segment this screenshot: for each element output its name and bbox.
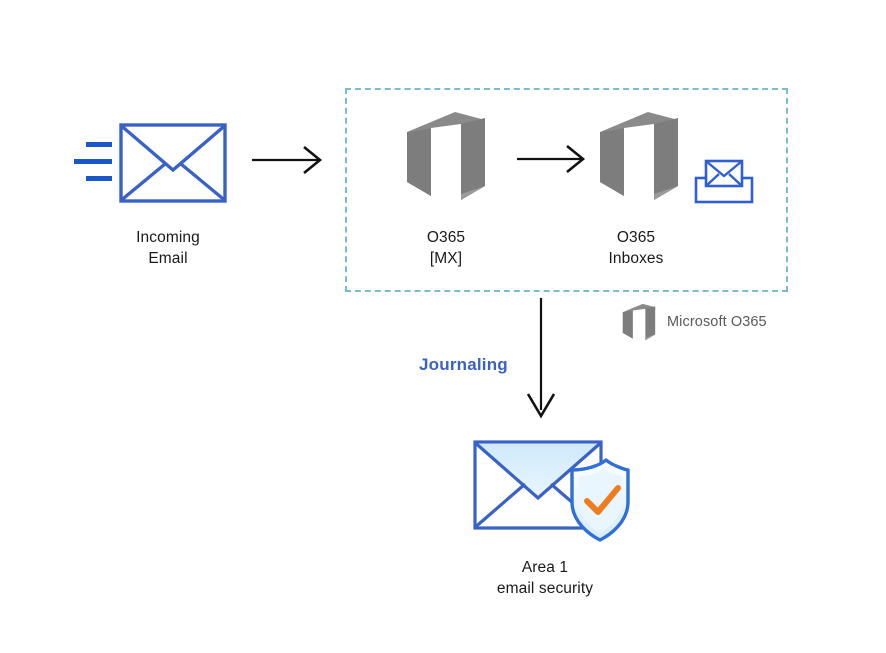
inbox-tray-envelope-icon [693, 158, 755, 206]
arrow-inboxes-to-area1 [524, 298, 558, 420]
incoming-email-icon [72, 118, 227, 210]
legend-office-365-cube-icon [622, 303, 656, 342]
area1-email-security-label: Area 1 email security [496, 559, 594, 597]
o365-inboxes-label: O365 Inboxes [608, 229, 664, 267]
o365-mx-label: O365 [MX] [426, 229, 466, 267]
motion-line-middle [74, 159, 112, 164]
o365-mx-icon [405, 110, 487, 204]
journaling-edge-label: Journaling [419, 355, 508, 374]
o365-inboxes-icon [598, 110, 680, 204]
legend-microsoft-o365-label: Microsoft O365 [667, 314, 767, 330]
microsoft-o365-group-boundary [345, 88, 788, 292]
motion-line-top [86, 142, 112, 147]
area1-email-security-icon [472, 436, 632, 544]
incoming-email-label: Incoming Email [136, 229, 200, 267]
arrow-mx-to-inboxes [517, 143, 587, 175]
arrow-incoming-to-mx [252, 144, 324, 176]
motion-line-bottom [86, 176, 112, 181]
